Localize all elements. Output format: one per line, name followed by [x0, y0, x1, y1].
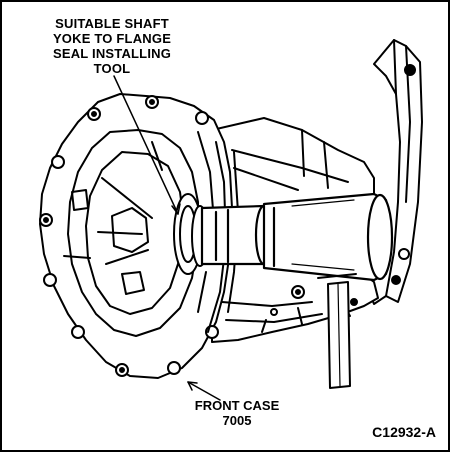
front-case-callout-label: FRONT CASE 7005: [152, 398, 322, 428]
front-case-label: FRONT CASE: [194, 398, 280, 413]
case-leader-line: [187, 381, 221, 401]
tool-callout-line-3: SEAL INSTALLING: [52, 46, 172, 61]
tool-callout-line-4: TOOL: [93, 61, 131, 76]
front-case-part-number: 7005: [222, 413, 252, 428]
tool-callout-line-2: YOKE TO FLANGE: [52, 31, 172, 46]
figure-id: C12932-A: [372, 424, 436, 440]
tool-callout-line-1: SUITABLE SHAFT: [55, 16, 169, 31]
leader-lines: [113, 75, 221, 401]
seal-installing-tool: [200, 192, 394, 282]
front-case: [39, 93, 239, 379]
support-post: [317, 273, 357, 389]
tool-leader-line: [113, 75, 179, 215]
tool-callout-label: SUITABLE SHAFT YOKE TO FLANGE SEAL INSTA…: [12, 16, 212, 76]
